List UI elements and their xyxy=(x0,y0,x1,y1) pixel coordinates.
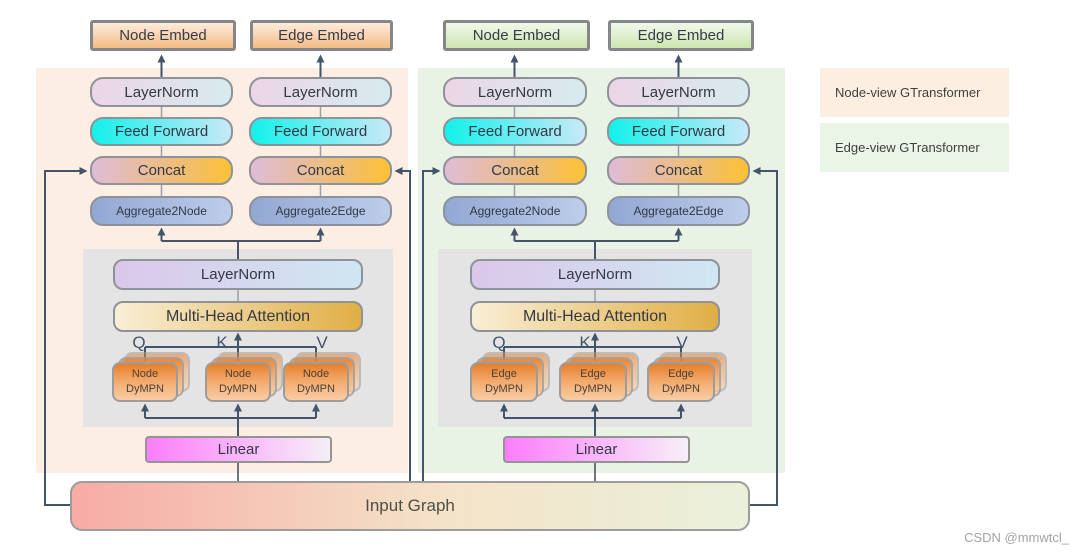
layernorm-box: LayerNorm xyxy=(443,77,587,107)
concat-box: Concat xyxy=(607,156,750,185)
k-label: K xyxy=(216,333,228,352)
layernorm-box: LayerNorm xyxy=(607,77,750,107)
mpn-line2: DyMPN xyxy=(485,383,523,395)
concat-box: Concat xyxy=(90,156,233,185)
mpn-line2: DyMPN xyxy=(126,383,164,395)
edge-embed-box-node-view: Edge Embed xyxy=(250,20,393,51)
layernorm-box: LayerNorm xyxy=(90,77,233,107)
mpn-line1: Node xyxy=(302,367,330,380)
k-label: K xyxy=(579,333,591,352)
concat-box: Concat xyxy=(443,156,587,185)
multi-head-attention-box: Multi-Head Attention xyxy=(113,301,363,332)
legend-node-view-label: Node-view GTransformer xyxy=(835,85,981,100)
aggregate2node-box: Aggregate2Node xyxy=(90,196,233,226)
mpn-line1: Edge xyxy=(668,367,694,380)
v-label: V xyxy=(316,333,328,352)
node-dympn-box-q: Node DyMPN xyxy=(112,362,178,402)
legend-edge-view: Edge-view GTransformer xyxy=(820,123,1009,172)
mpn-line2: DyMPN xyxy=(219,383,257,395)
feed-forward-box: Feed Forward xyxy=(443,117,587,146)
multi-head-attention-box: Multi-Head Attention xyxy=(470,301,720,332)
mpn-line2: DyMPN xyxy=(574,383,612,395)
v-label: V xyxy=(676,333,688,352)
mpn-line1: Edge xyxy=(491,367,517,380)
edge-dympn-box-v: Edge DyMPN xyxy=(647,362,715,402)
edge-dympn-box-q: Edge DyMPN xyxy=(470,362,538,402)
node-dympn-box-v: Node DyMPN xyxy=(283,362,349,402)
edge-dympn-box-k: Edge DyMPN xyxy=(559,362,627,402)
aggregate2node-box: Aggregate2Node xyxy=(443,196,587,226)
linear-box: Linear xyxy=(503,436,690,463)
mpn-line1: Node xyxy=(131,367,159,380)
concat-box: Concat xyxy=(249,156,392,185)
mpn-line1: Node xyxy=(224,367,252,380)
edge-embed-box-edge-view: Edge Embed xyxy=(608,20,754,51)
legend-edge-view-label: Edge-view GTransformer xyxy=(835,140,980,155)
input-graph-box: Input Graph xyxy=(70,481,750,531)
node-dympn-box-k: Node DyMPN xyxy=(205,362,271,402)
node-embed-box-node-view: Node Embed xyxy=(90,20,236,51)
node-embed-label: Node Embed xyxy=(472,27,561,44)
aggregate2edge-box: Aggregate2Edge xyxy=(249,196,392,226)
legend-node-view: Node-view GTransformer xyxy=(820,68,1009,117)
node-embed-label: Node Embed xyxy=(119,27,207,44)
aggregate2edge-box: Aggregate2Edge xyxy=(607,196,750,226)
feed-forward-box: Feed Forward xyxy=(607,117,750,146)
mpn-line1: Edge xyxy=(580,367,606,380)
layernorm-box: LayerNorm xyxy=(249,77,392,107)
feed-forward-box: Feed Forward xyxy=(249,117,392,146)
mpn-line2: DyMPN xyxy=(662,383,700,395)
watermark-text: CSDN @mmwtcl_ xyxy=(964,530,1069,545)
inner-layernorm-box: LayerNorm xyxy=(470,259,720,290)
edge-embed-label: Edge Embed xyxy=(637,27,725,44)
linear-box: Linear xyxy=(145,436,332,463)
feed-forward-box: Feed Forward xyxy=(90,117,233,146)
node-embed-box-edge-view: Node Embed xyxy=(443,20,590,51)
mpn-line2: DyMPN xyxy=(297,383,335,395)
q-label: Q xyxy=(492,333,506,352)
inner-layernorm-box: LayerNorm xyxy=(113,259,363,290)
q-label: Q xyxy=(132,333,146,352)
edge-embed-label: Edge Embed xyxy=(278,27,365,44)
